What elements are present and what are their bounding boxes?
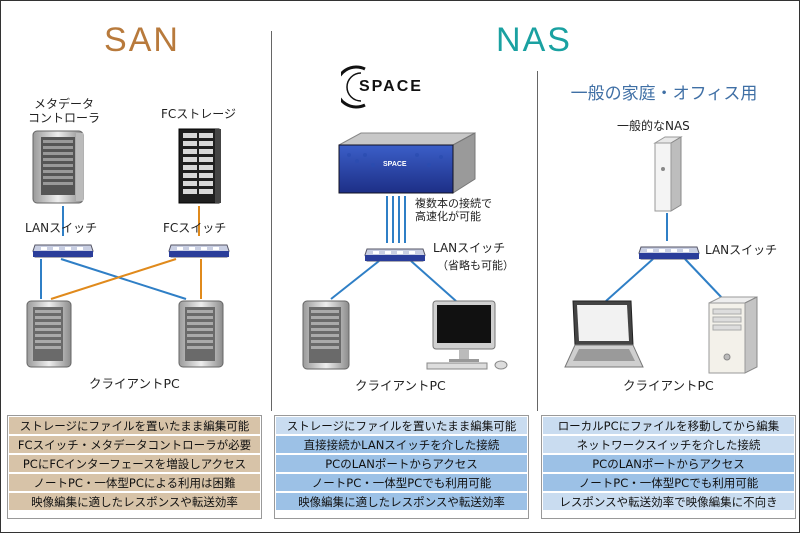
san-lan-switch-label: LANスイッチ bbox=[25, 221, 98, 235]
home-feature-row: PCのLANポートからアクセス bbox=[542, 454, 795, 473]
home-feature-row: ネットワークスイッチを介した接続 bbox=[542, 435, 795, 454]
san-lan-switch-icon bbox=[31, 239, 95, 259]
home-client-laptop-icon bbox=[561, 297, 645, 375]
san-fc-switch-label: FCスイッチ bbox=[163, 221, 227, 235]
san-title: SAN bbox=[104, 21, 180, 59]
home-features-table: ローカルPCにファイルを移動してから編集 ネットワークスイッチを介した接続 PC… bbox=[541, 415, 796, 519]
san-feature-row: ノートPC・一体型PCによる利用は困難 bbox=[8, 473, 261, 492]
nas-title: NAS bbox=[496, 21, 572, 59]
san-features-table: ストレージにファイルを置いたまま編集可能 FCスイッチ・メタデータコントローラが… bbox=[7, 415, 262, 519]
home-links bbox=[605, 213, 724, 302]
nas-lan-switch-label: LANスイッチ bbox=[433, 241, 506, 255]
home-feature-row: ノートPC・一体型PCでも利用可能 bbox=[542, 473, 795, 492]
metadata-controller-label: メタデータ コントローラ bbox=[27, 97, 100, 125]
san-links bbox=[40, 206, 202, 300]
general-nas-device-icon bbox=[651, 135, 683, 213]
space-device-badge: SPACE bbox=[383, 161, 407, 168]
nas-feature-row: ストレージにファイルを置いたまま編集可能 bbox=[275, 416, 528, 435]
nas-feature-row: ノートPC・一体型PCでも利用可能 bbox=[275, 473, 528, 492]
nas-feature-row: 直接接続かLANスイッチを介した接続 bbox=[275, 435, 528, 454]
nas-client-all-in-one-icon bbox=[425, 299, 517, 371]
san-fc-switch-icon bbox=[167, 239, 231, 259]
space-nas-rack-icon: SPACE bbox=[337, 131, 477, 195]
fc-storage-rack-icon bbox=[177, 127, 223, 205]
nas-feature-row: 映像編集に適したレスポンスや転送効率 bbox=[275, 492, 528, 511]
section-divider-right bbox=[537, 71, 538, 411]
san-feature-row: ストレージにファイルを置いたまま編集可能 bbox=[8, 416, 261, 435]
home-client-tower-icon bbox=[701, 295, 761, 375]
san-lan-client2-link bbox=[60, 258, 187, 300]
home-lan-switch-label: LANスイッチ bbox=[705, 243, 778, 257]
space-logo-text: SPACE bbox=[359, 78, 423, 95]
home-client-pc-label: クライアントPC bbox=[623, 378, 714, 393]
general-nas-label: 一般的なNAS bbox=[617, 119, 690, 133]
home-feature-row: ローカルPCにファイルを移動してから編集 bbox=[542, 416, 795, 435]
metadata-controller-server-icon bbox=[29, 129, 89, 205]
home-office-title: 一般の家庭・オフィス用 bbox=[570, 84, 758, 104]
san-client-pc-1-icon bbox=[23, 299, 77, 369]
space-brand-logo: SPACE bbox=[334, 65, 451, 109]
nas-features-table: ストレージにファイルを置いたまま編集可能 直接接続かLANスイッチを介した接続 … bbox=[274, 415, 529, 519]
home-lan-switch-icon bbox=[637, 241, 701, 261]
san-client-pc-label: クライアントPC bbox=[89, 376, 180, 391]
san-fc-client1-link bbox=[50, 258, 177, 300]
nas-lan-switch-note: （省略も可能） bbox=[437, 259, 514, 272]
multi-connection-note: 複数本の接続で 高速化が可能 bbox=[415, 197, 492, 223]
nas-lan-switch-icon bbox=[363, 243, 427, 263]
fc-storage-label: FCストレージ bbox=[161, 107, 237, 121]
san-feature-row: FCスイッチ・メタデータコントローラが必要 bbox=[8, 435, 261, 454]
san-feature-row: 映像編集に適したレスポンスや転送効率 bbox=[8, 492, 261, 511]
nas-links bbox=[330, 196, 457, 302]
san-feature-row: PCにFCインターフェースを増設しアクセス bbox=[8, 454, 261, 473]
nas-client-tower-icon bbox=[297, 299, 357, 371]
san-client-pc-2-icon bbox=[175, 299, 229, 369]
nas-client-pc-label: クライアントPC bbox=[355, 378, 446, 393]
section-divider-left bbox=[271, 31, 272, 411]
nas-feature-row: PCのLANポートからアクセス bbox=[275, 454, 528, 473]
home-feature-row: レスポンスや転送効率で映像編集に不向き bbox=[542, 492, 795, 511]
